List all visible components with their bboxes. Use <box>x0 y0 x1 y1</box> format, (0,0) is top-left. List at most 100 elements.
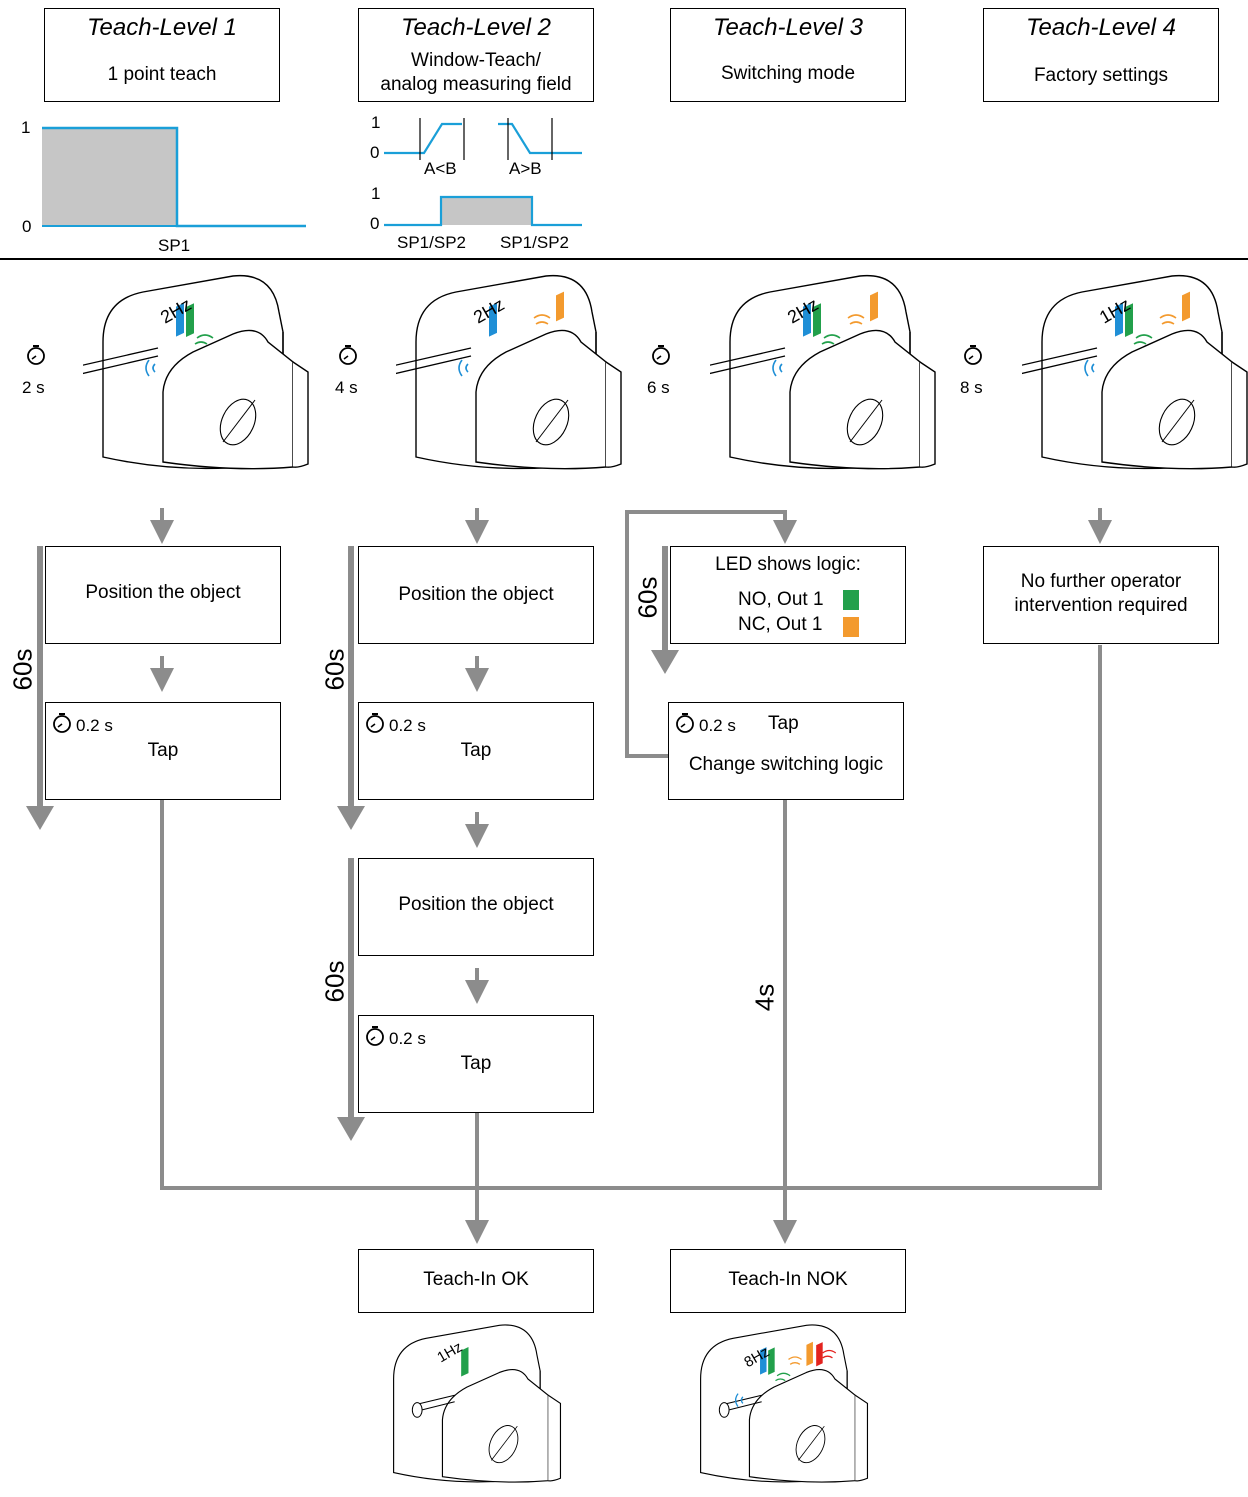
l3-led-nc-swatch <box>843 617 859 637</box>
timeout-label-l2a: 60s <box>319 648 350 691</box>
l2-position-object-text-2: Position the object <box>398 894 554 915</box>
l2-position-object-box-2: Position the object <box>358 858 594 956</box>
stopwatch-icon <box>366 1026 384 1046</box>
teach-ok-text: Teach-In OK <box>423 1269 529 1290</box>
l3-tap-text: Tap <box>768 713 799 734</box>
l1-tap-box: 0.2 s Tap <box>45 702 281 800</box>
teach-level-3-box: Teach-Level 3 Switching mode <box>670 8 906 102</box>
teach-level-3-subtitle: Switching mode <box>720 63 856 84</box>
l2-position-object-box: Position the object <box>358 546 594 644</box>
sensor-3-led-blue <box>803 302 811 337</box>
l3-led-no-swatch <box>843 590 859 610</box>
graph-2a-signal-right <box>498 122 582 155</box>
l4-info-line2: intervention required <box>1014 595 1188 616</box>
l1-position-object-text: Position the object <box>85 582 241 603</box>
graph-level-2 <box>384 118 582 227</box>
loop-change-logic <box>625 510 797 758</box>
sensor-4-led-blue <box>1115 302 1123 337</box>
l2-position-object-text: Position the object <box>398 584 554 605</box>
teach-level-2-box: Teach-Level 2 Window-Teach/ analog measu… <box>358 8 594 102</box>
graph-1-signal <box>42 126 306 228</box>
teach-level-2-subtitle-line1: Window-Teach/ <box>411 50 541 71</box>
l2-tap-box: 0.2 s Tap <box>358 702 594 800</box>
graph-2b-right-label: SP1/SP2 <box>500 233 569 252</box>
teach-level-1-subtitle: 1 point teach <box>107 64 217 85</box>
sensor-2-signal-waves <box>533 314 551 325</box>
result-ok-rod <box>411 1394 455 1418</box>
graph-2b-left-label: SP1/SP2 <box>397 233 466 252</box>
l3-change-logic-box: 0.2 s Tap Change switching logic <box>668 702 904 800</box>
l3-led-logic-title: LED shows logic: <box>715 554 861 575</box>
timeout-bar-l3 <box>662 546 668 652</box>
l4-info-box: No further operator intervention require… <box>983 546 1219 644</box>
section-divider <box>0 258 1248 260</box>
l3-tap-time: 0.2 s <box>699 716 736 735</box>
graph-1-x-label: SP1 <box>158 236 191 255</box>
l3-led-nc-text: NC, Out 1 <box>738 614 823 635</box>
sensor-4-time: 8 s <box>960 378 983 397</box>
graph-2a-left-label: A<B <box>424 159 457 178</box>
sensor-1-time: 2 s <box>22 378 45 397</box>
result-nok-led-green <box>768 1347 775 1375</box>
sensor-2-rod <box>396 347 472 375</box>
timeout-bar-l2a <box>348 546 354 808</box>
graph-2b-fill <box>441 197 532 225</box>
sensor-result-nok: 8Hz <box>700 1324 869 1483</box>
timeout-arrowhead-l1 <box>26 806 54 830</box>
stopwatch-icon <box>676 713 694 733</box>
sensor-1-rod <box>83 347 159 375</box>
l2-tap-text: Tap <box>460 740 492 761</box>
teach-level-4-box: Teach-Level 4 Factory settings <box>983 8 1219 102</box>
l3-change-logic-text: Change switching logic <box>688 754 884 775</box>
timeout-bar-l2b <box>348 858 354 1120</box>
result-ok-led-green <box>461 1347 469 1377</box>
graph-1-y-low: 0 <box>22 217 32 236</box>
sensor-level-1: 2Hz <box>83 274 309 470</box>
timeout-arrowhead-l2b <box>337 1117 365 1141</box>
sensor-2-led-orange <box>556 291 564 322</box>
teach-level-3-title: Teach-Level 3 <box>713 14 863 41</box>
teach-level-1-box: Teach-Level 1 1 point teach <box>44 8 280 102</box>
sensor-level-3: 2Hz <box>710 274 936 470</box>
graph-2a-y-high: 1 <box>371 113 381 132</box>
sensor-2-time: 4 s <box>335 378 358 397</box>
teach-level-2-title: Teach-Level 2 <box>401 14 551 41</box>
l1-position-object-box: Position the object <box>45 546 281 644</box>
timeout-label-l1: 60s <box>7 648 38 691</box>
l3-led-logic-box: LED shows logic: NO, Out 1 NC, Out 1 <box>670 546 906 644</box>
teach-nok-text: Teach-In NOK <box>728 1269 848 1290</box>
teach-level-4-title: Teach-Level 4 <box>1026 14 1176 41</box>
l3-led-no-text: NO, Out 1 <box>738 589 824 610</box>
sensor-3-signal-waves <box>847 314 865 325</box>
teach-level-2-subtitle-line2: analog measuring field <box>380 74 572 95</box>
sensor-1-led-blue <box>176 302 184 337</box>
sensor-level-4: 1Hz <box>1022 274 1248 470</box>
sensor-4-rod <box>1022 347 1098 375</box>
l1-tap-text: Tap <box>147 740 179 761</box>
graph-2b-y-high: 1 <box>371 184 381 203</box>
sensor-1-led-green <box>186 303 194 337</box>
timeout-label-l3: 60s <box>632 576 663 619</box>
sensor-2-led-blue <box>489 302 497 337</box>
graph-2b-y-low: 0 <box>370 214 380 233</box>
sensor-3-led-orange <box>870 291 878 322</box>
teach-level-1-title: Teach-Level 1 <box>87 14 237 41</box>
timeout-arrowhead-l3 <box>651 650 679 674</box>
l4-info-line1: No further operator <box>1020 571 1182 592</box>
sensor-3-led-green <box>813 303 821 337</box>
graph-2a-signal-left <box>384 122 462 155</box>
sensor-result-ok: 1Hz <box>393 1324 562 1483</box>
result-nok-led-orange <box>806 1341 813 1366</box>
graph-2a-y-low: 0 <box>370 143 380 162</box>
l1-tap-time: 0.2 s <box>76 716 113 735</box>
sensor-level-2: 2Hz <box>396 274 622 470</box>
timeout-arrowhead-l2a <box>337 806 365 830</box>
teach-level-4-subtitle: Factory settings <box>1033 65 1169 86</box>
sensor-3-rod <box>710 347 786 375</box>
l2-tap-text-2: Tap <box>460 1053 492 1074</box>
stopwatch-icon <box>53 713 71 733</box>
teach-nok-box: Teach-In NOK <box>670 1249 906 1313</box>
result-nok-led-red <box>816 1342 823 1367</box>
l2-tap-box-2: 0.2 s Tap <box>358 1015 594 1113</box>
sensor-4-led-orange <box>1182 291 1190 322</box>
